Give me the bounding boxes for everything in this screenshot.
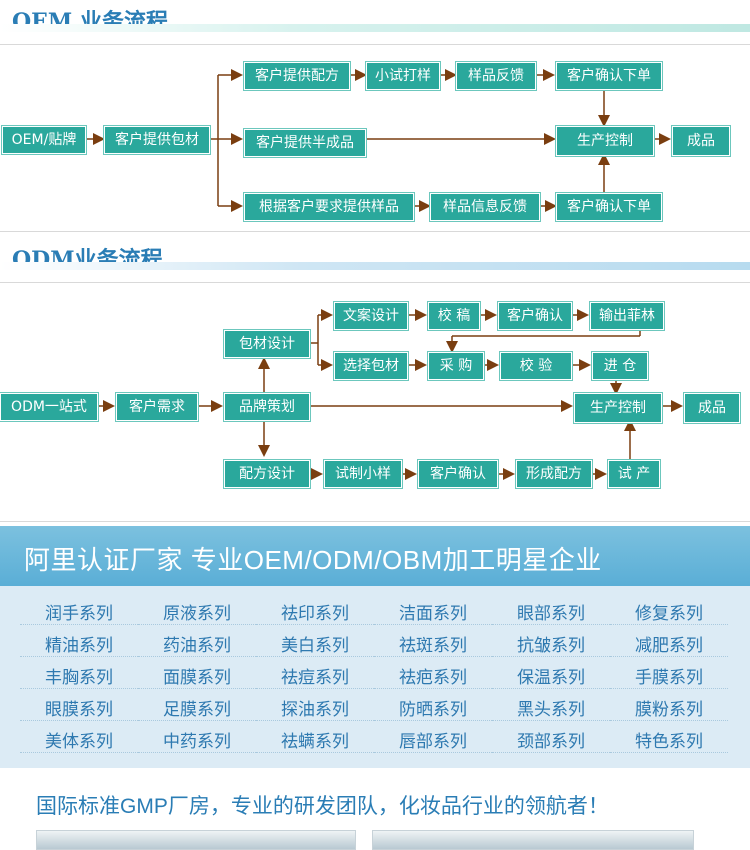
banner-headline: 阿里认证厂家 专业OEM/ODM/OBM加工明星企业 (24, 545, 602, 575)
odm-customer-needs-box: 客户需求 (116, 393, 198, 421)
oem-start-box: OEM/贴牌 (2, 126, 86, 154)
odm-choose-pack-box: 选择包材 (334, 352, 408, 380)
oem-supply-formula-box: 客户提供配方 (244, 62, 350, 90)
oem-title-bar (0, 24, 750, 32)
series-item[interactable]: 唇部系列 (374, 726, 492, 753)
series-item[interactable]: 润手系列 (20, 598, 138, 625)
odm-trial-production-box: 试 产 (608, 460, 660, 488)
series-item[interactable]: 原液系列 (138, 598, 256, 625)
odm-customer-confirm-top-box: 客户确认 (498, 302, 572, 330)
series-grid: 润手系列原液系列祛印系列洁面系列眼部系列修复系列精油系列药油系列美白系列祛斑系列… (20, 598, 730, 758)
oem-confirm-order-top-box: 客户确认下单 (556, 62, 662, 90)
series-item[interactable]: 颈部系列 (492, 726, 610, 753)
oem-section-header: OEM 业务流程 (0, 2, 750, 35)
oem-supply-semi-box: 客户提供半成品 (244, 129, 366, 157)
oem-flow-arrows (85, 69, 683, 480)
odm-output-film-box: 输出菲林 (590, 302, 664, 330)
footer-slogan: 国际标准GMP厂房，专业的研发团队，化妆品行业的领航者！ (36, 795, 609, 818)
odm-production-box: 生产控制 (574, 393, 662, 423)
series-item[interactable]: 探油系列 (256, 694, 374, 721)
factory-photo-left (36, 830, 356, 850)
series-item[interactable]: 面膜系列 (138, 662, 256, 689)
oem-product-box: 成品 (672, 126, 730, 156)
odm-warehouse-box: 进 仓 (592, 352, 648, 380)
odm-pack-design-box: 包材设计 (224, 330, 310, 358)
odm-proofread-box: 校 稿 (428, 302, 480, 330)
odm-trial-sample-box: 试制小样 (324, 460, 402, 488)
series-item[interactable]: 祛疤系列 (374, 662, 492, 689)
oem-sample-info-feedback-box: 样品信息反馈 (430, 193, 540, 221)
series-item[interactable]: 膜粉系列 (610, 694, 728, 721)
series-item[interactable]: 特色系列 (610, 726, 728, 753)
odm-brand-plan-box: 品牌策划 (224, 393, 310, 421)
odm-title-bar (0, 262, 750, 270)
series-item[interactable]: 防晒系列 (374, 694, 492, 721)
banner-head: 阿里认证厂家 专业OEM/ODM/OBM加工明星企业 (0, 526, 750, 586)
odm-formula-design-box: 配方设计 (224, 460, 310, 488)
oem-supply-pack-box: 客户提供包材 (104, 126, 210, 154)
series-banner: 阿里认证厂家 专业OEM/ODM/OBM加工明星企业 润手系列原液系列祛印系列洁… (0, 526, 750, 768)
series-item[interactable]: 抗皱系列 (492, 630, 610, 657)
series-item[interactable]: 祛痘系列 (256, 662, 374, 689)
series-item[interactable]: 精油系列 (20, 630, 138, 657)
oem-custom-sample-box: 根据客户要求提供样品 (244, 193, 414, 221)
oem-small-test-box: 小试打样 (366, 62, 440, 90)
factory-photo-right (372, 830, 694, 850)
oem-sample-feedback-box: 样品反馈 (456, 62, 536, 90)
series-item[interactable]: 美体系列 (20, 726, 138, 753)
odm-customer-confirm-bottom-box: 客户确认 (418, 460, 498, 488)
series-item[interactable]: 眼膜系列 (20, 694, 138, 721)
footer: 国际标准GMP厂房，专业的研发团队，化妆品行业的领航者！ (0, 768, 750, 850)
oem-production-box: 生产控制 (556, 126, 654, 156)
series-item[interactable]: 中药系列 (138, 726, 256, 753)
odm-inspect-box: 校 验 (500, 352, 572, 380)
odm-product-box: 成品 (684, 393, 740, 423)
series-item[interactable]: 足膜系列 (138, 694, 256, 721)
odm-copy-design-box: 文案设计 (334, 302, 408, 330)
series-item[interactable]: 祛斑系列 (374, 630, 492, 657)
odm-purchase-box: 采 购 (428, 352, 484, 380)
oem-confirm-order-bottom-box: 客户确认下单 (556, 193, 662, 221)
series-item[interactable]: 修复系列 (610, 598, 728, 625)
odm-start-box: ODM一站式 (0, 393, 98, 421)
series-item[interactable]: 黑头系列 (492, 694, 610, 721)
series-item[interactable]: 药油系列 (138, 630, 256, 657)
odm-form-formula-box: 形成配方 (516, 460, 592, 488)
series-item[interactable]: 减肥系列 (610, 630, 728, 657)
series-item[interactable]: 祛印系列 (256, 598, 374, 625)
series-item[interactable]: 洁面系列 (374, 598, 492, 625)
series-item[interactable]: 祛螨系列 (256, 726, 374, 753)
series-item[interactable]: 眼部系列 (492, 598, 610, 625)
odm-section-header: ODM业务流程 (0, 240, 750, 273)
series-item[interactable]: 美白系列 (256, 630, 374, 657)
series-item[interactable]: 手膜系列 (610, 662, 728, 689)
series-item[interactable]: 保温系列 (492, 662, 610, 689)
series-item[interactable]: 丰胸系列 (20, 662, 138, 689)
